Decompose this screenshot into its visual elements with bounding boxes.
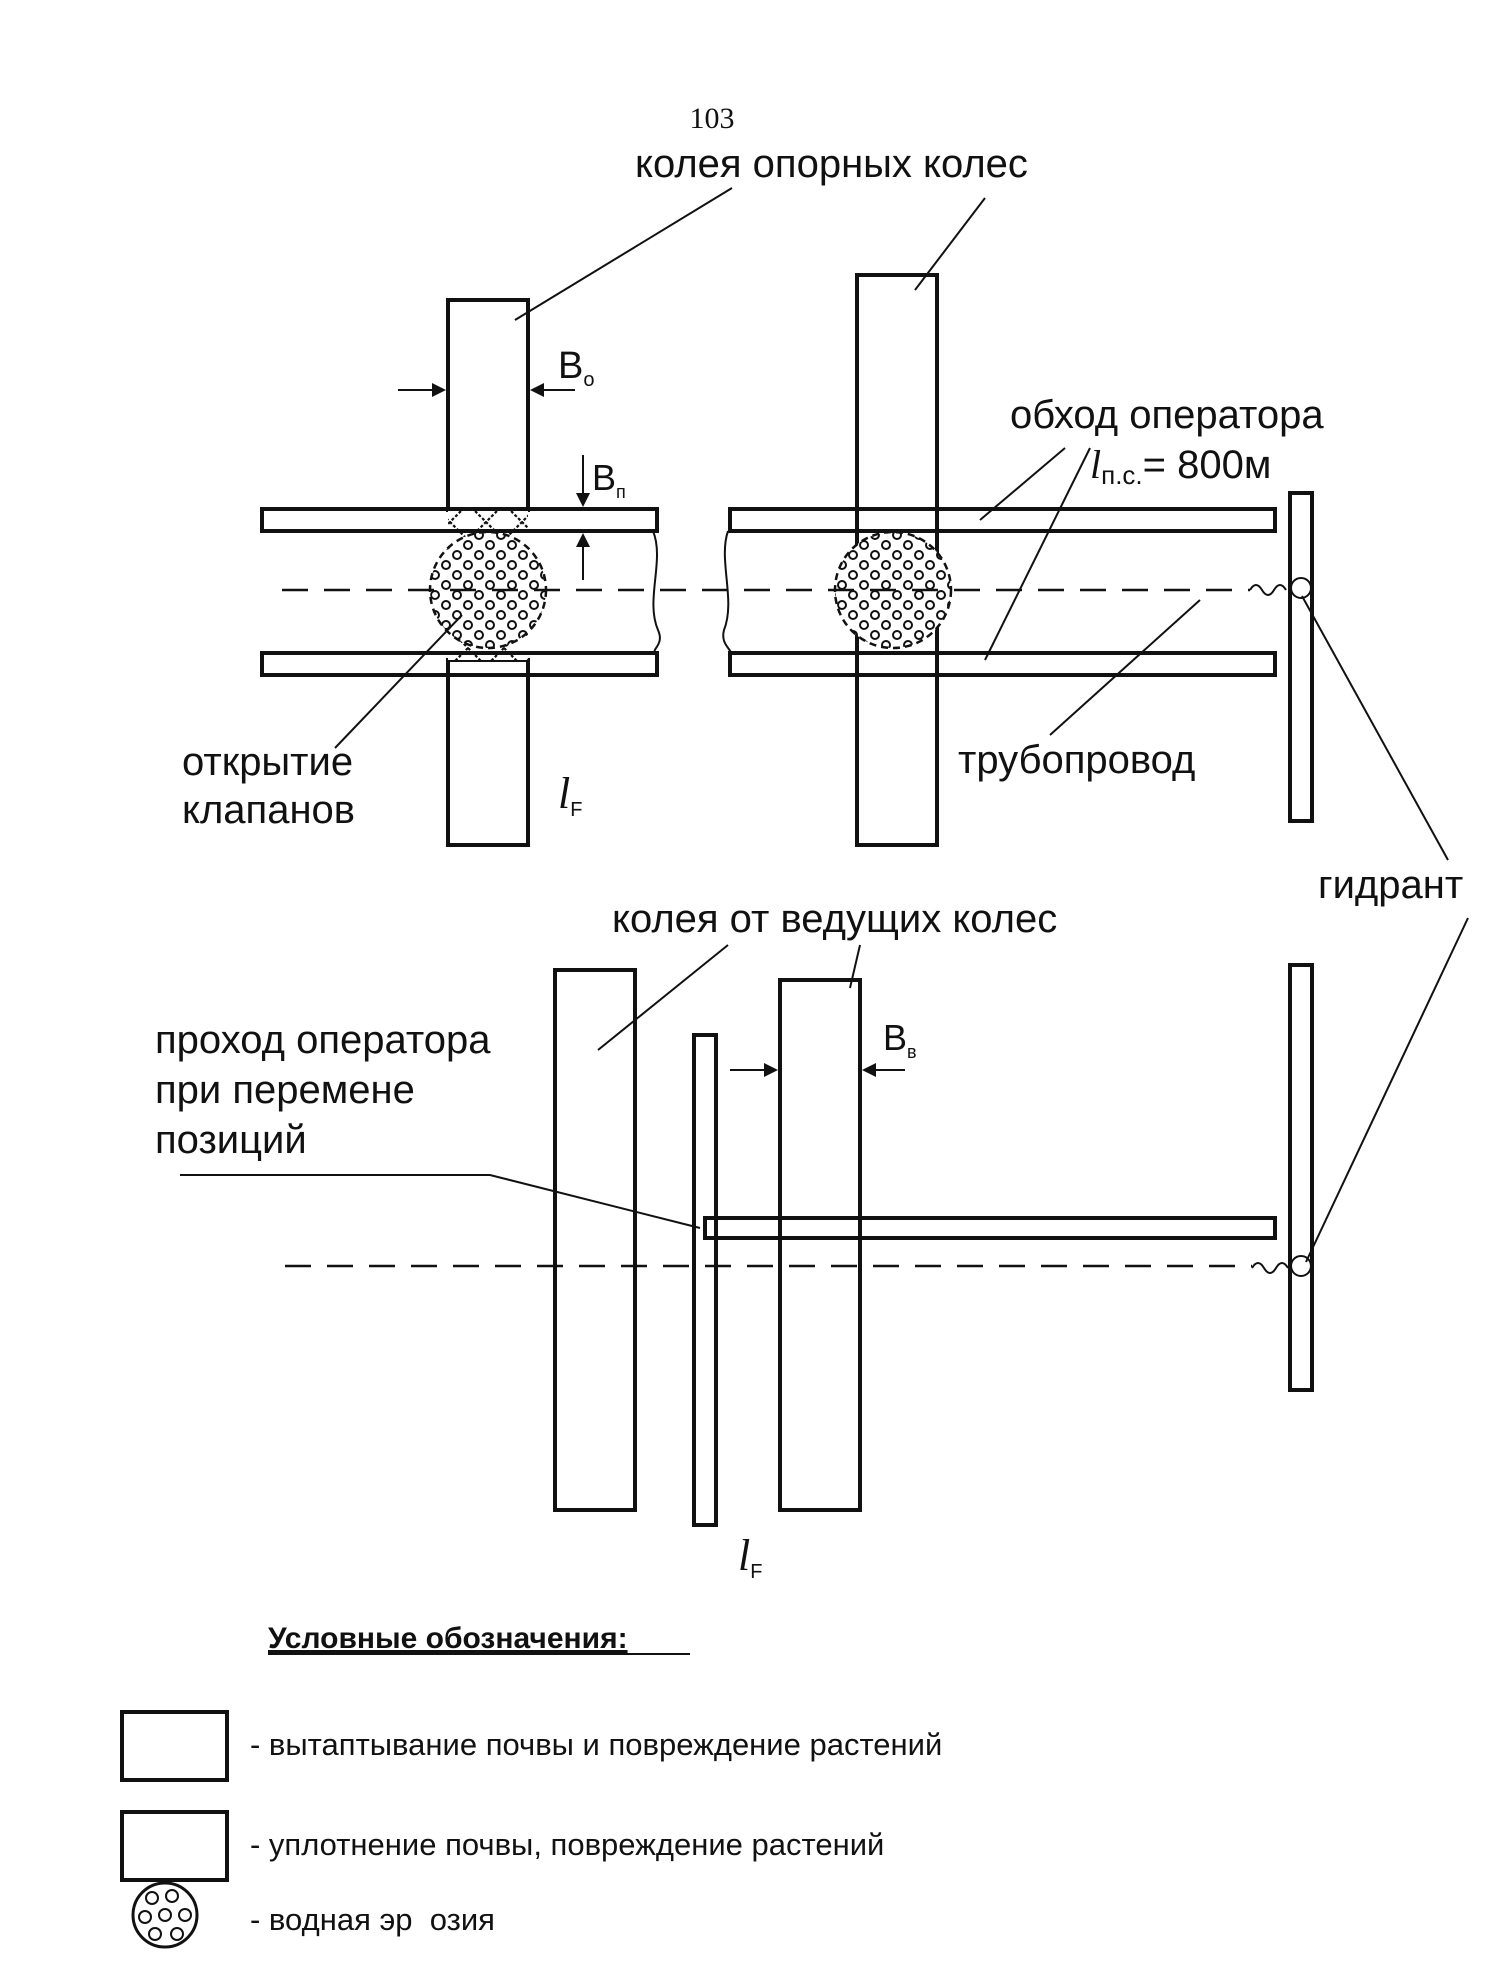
valve-opening-label: открытие клапанов [182, 740, 364, 832]
lf-label-bottom: lF [738, 1531, 762, 1583]
support-wheel-track-label: колея опорных колес [635, 142, 1028, 186]
leader-line-bypass-2 [984, 447, 1091, 661]
operator-path-horizontal [703, 1216, 1277, 1240]
hose-connector-top [1249, 584, 1287, 596]
width-arrows-support [398, 383, 575, 397]
leader-line-hydrant-top [1301, 595, 1449, 861]
hydrant-valve-top [1290, 577, 1312, 599]
drive-wheel-track-left [553, 968, 637, 1512]
hydrant-label: гидрант [1318, 863, 1463, 907]
hose-connector-bottom [1251, 1262, 1289, 1274]
width-support-label: Во [558, 345, 594, 391]
break-line-left [652, 530, 661, 654]
hydrant-column-top [1288, 491, 1314, 823]
width-drive-label: Вв [883, 1017, 917, 1062]
cross-hatch-icon [120, 1810, 229, 1882]
page-number: 103 [690, 102, 735, 135]
operator-bypass-path-bottom [260, 651, 1277, 677]
pipeline-label: трубопровод [958, 738, 1195, 782]
hydrant-column-bottom [1288, 963, 1314, 1392]
legend-item-compaction: - уплотнение почвы, повреждение растений [250, 1827, 884, 1862]
leader-line-pipeline [1049, 599, 1201, 736]
drive-wheel-track-label: колея от ведущих колес [612, 897, 1057, 941]
operator-passage-label: проход оператора при перемене позиций [155, 1018, 502, 1162]
operator-bypass-label: обход оператора [1010, 393, 1324, 437]
legend-item-trampling: - вытаптывание почвы и повреждение расте… [250, 1727, 942, 1762]
bypass-length-label: lп.с.= 800м [1090, 442, 1271, 490]
width-arrows-pipe [576, 455, 590, 580]
operator-bypass-path-top [260, 507, 1277, 533]
diagonal-hatch-icon [120, 1710, 229, 1782]
legend-item-erosion: - водная эр озия [250, 1902, 495, 1937]
lf-label-top: lF [558, 769, 582, 821]
hydrant-valve-bottom [1290, 1255, 1312, 1277]
circles-icon [131, 1881, 199, 1949]
leader-line-operator-passage [180, 1174, 701, 1229]
break-line-right [722, 530, 732, 654]
legend-title: Условные обозначения: [268, 1622, 628, 1655]
leader-line-valve [334, 614, 463, 749]
operator-passage-strip [692, 1033, 718, 1527]
leader-line-drive-left [597, 944, 729, 1051]
drive-wheel-track-right [778, 978, 862, 1512]
leader-line-track-left [514, 187, 733, 321]
leader-line-hydrant-bottom [1305, 917, 1469, 1263]
width-arrows-drive [730, 1063, 905, 1077]
leader-line-bypass-1 [979, 447, 1066, 521]
width-pipe-label: Вп [592, 457, 626, 502]
